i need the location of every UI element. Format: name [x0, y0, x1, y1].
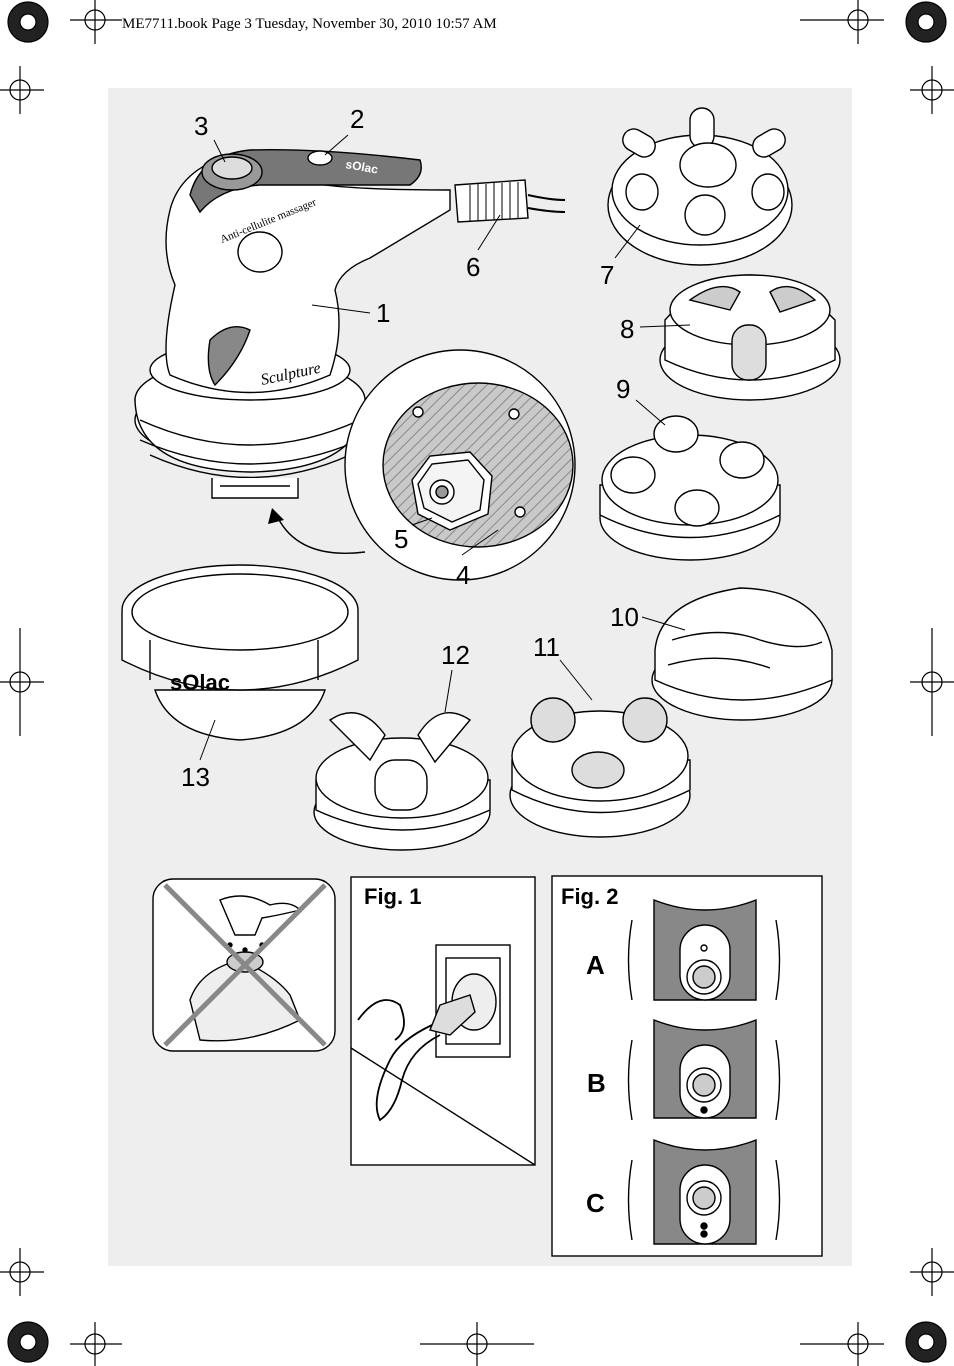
- switch-position-c: [653, 1138, 757, 1245]
- fig2-position-b-label: B: [587, 1068, 606, 1098]
- attachment-7: [607, 107, 793, 266]
- registration-rosette-bottom-left: [7, 1321, 49, 1363]
- arrow-head-icon: [268, 508, 284, 524]
- base-zoom-circle: [344, 349, 576, 581]
- crosshair-bottom-center: [420, 1322, 534, 1366]
- fig1-box: [350, 876, 536, 1166]
- fig2-box: [551, 875, 823, 1257]
- callout-12: 12: [441, 640, 470, 670]
- callout-13: 13: [181, 762, 210, 792]
- crosshair-left-lower: [0, 1248, 44, 1296]
- fig2-position-a-label: A: [586, 950, 605, 980]
- fig1-label: Fig. 1: [364, 884, 422, 909]
- callout-5: 5: [394, 524, 409, 554]
- switch-position-a: [653, 898, 757, 1001]
- callout-9: 9: [616, 374, 631, 404]
- callout-1: 1: [376, 298, 391, 328]
- crosshair-top-left: [70, 0, 122, 44]
- attachment-12: [313, 712, 491, 851]
- ring-brand-text: sOlac: [170, 670, 230, 695]
- callout-7: 7: [600, 260, 615, 290]
- fig2-position-c-label: C: [586, 1188, 605, 1218]
- attachment-11: [509, 697, 691, 838]
- crosshair-right-lower: [910, 1248, 954, 1296]
- arrow-line: [277, 517, 366, 554]
- fig2-label: Fig. 2: [561, 884, 619, 909]
- attachment-10: [651, 587, 833, 721]
- attachment-9: [599, 415, 781, 561]
- page-header: ME7711.book Page 3 Tuesday, November 30,…: [122, 16, 497, 32]
- crosshair-bottom-left: [70, 1322, 122, 1366]
- leader-lines: [199, 134, 691, 761]
- crosshair-right-middle: [910, 628, 954, 736]
- callout-6: 6: [466, 252, 481, 282]
- crosshair-bottom-right: [800, 1322, 884, 1366]
- crosshair-right-upper: [910, 66, 954, 114]
- callout-11: 11: [533, 632, 560, 662]
- attachment-8: [659, 274, 841, 401]
- callout-4: 4: [456, 560, 471, 590]
- crosshair-left-upper: [0, 66, 44, 114]
- registration-rosette-bottom-right: [905, 1321, 947, 1363]
- registration-rosette-top-right: [905, 1, 947, 43]
- switch-position-b: [653, 1018, 757, 1119]
- registration-rosette-top-left: [7, 1, 49, 43]
- callout-10: 10: [610, 602, 639, 632]
- callout-2: 2: [350, 104, 365, 134]
- no-water-warning: [152, 878, 336, 1052]
- crosshair-top-right: [800, 0, 884, 44]
- callout-3: 3: [194, 111, 209, 141]
- ring-13: [121, 564, 359, 741]
- device-brand-text: sOlac: [344, 157, 379, 177]
- callout-8: 8: [620, 314, 635, 344]
- crosshair-left-middle: [0, 628, 44, 736]
- massager-body: [134, 149, 566, 499]
